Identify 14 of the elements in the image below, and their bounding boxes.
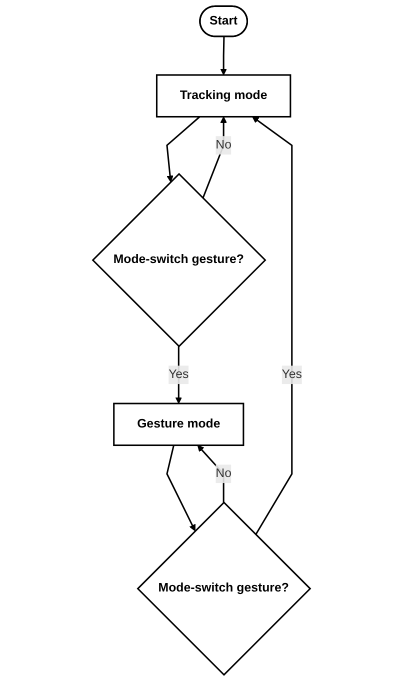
node-box: Gesture mode bbox=[114, 402, 245, 446]
arrow bbox=[252, 116, 294, 536]
node-box: Tracking mode bbox=[156, 74, 292, 118]
arrow bbox=[166, 116, 201, 182]
node-diamond: Mode-switch gesture? bbox=[92, 172, 267, 348]
edge-label: No bbox=[216, 138, 232, 152]
arrow bbox=[220, 36, 228, 76]
arrow bbox=[166, 445, 196, 532]
edge-label: Yes bbox=[282, 368, 302, 382]
edge-label: Yes bbox=[169, 368, 190, 382]
node-diamond: Mode-switch gesture? bbox=[137, 501, 312, 676]
edge-label: No bbox=[216, 466, 232, 480]
arrow bbox=[198, 444, 225, 502]
arrow bbox=[202, 116, 228, 198]
